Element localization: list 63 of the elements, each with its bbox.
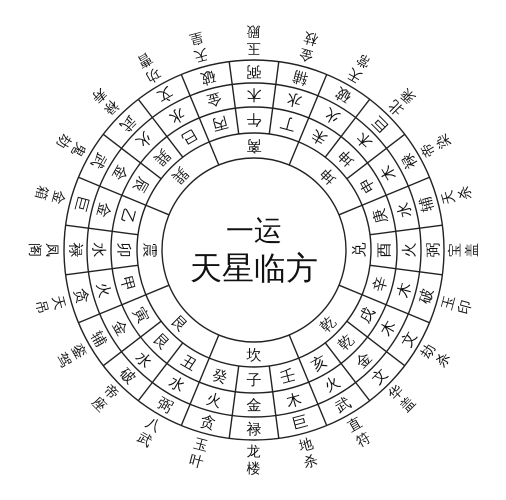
element-cell: 火 — [400, 241, 418, 259]
star-cell: 破 — [415, 285, 438, 308]
star-name: 玉印 — [438, 292, 476, 316]
star-name: 金枝 — [296, 28, 320, 65]
star-name: 八武 — [133, 414, 163, 452]
element-cell: 金 — [202, 89, 225, 112]
star-cell: 破 — [196, 66, 219, 89]
star-name: 凤阁 — [26, 242, 60, 258]
star-cell: 弼 — [245, 62, 263, 80]
star-name: 鬼劫 — [52, 130, 90, 160]
mountain-cell: 午 — [245, 111, 263, 129]
element-cell: 木 — [283, 388, 306, 411]
star-name: 地杀 — [296, 435, 320, 472]
star-name: 金箱 — [31, 184, 68, 208]
trigram-cell: 兑 — [350, 241, 368, 259]
star-cell: 贪 — [196, 411, 219, 434]
star-name: 銮驾 — [52, 340, 90, 370]
star-name: 玉叶 — [187, 435, 211, 472]
mountain-cell: 癸 — [209, 364, 232, 387]
element-cell: 金 — [245, 396, 263, 414]
star-name: 华盖 — [386, 382, 420, 416]
star-cell: 贪 — [70, 285, 93, 308]
trigram-cell: 坎 — [245, 346, 263, 364]
period-text: 一运 — [226, 212, 282, 248]
element-cell: 金 — [93, 198, 116, 221]
star-cell: 禄 — [66, 241, 84, 259]
mountain-cell: 壬 — [276, 364, 299, 387]
element-cell: 木 — [392, 279, 415, 302]
star-cell: 禄 — [245, 420, 263, 438]
star-name: 直符 — [344, 414, 374, 452]
star-cell: 巨 — [70, 192, 93, 215]
star-cell: 辅 — [415, 192, 438, 215]
element-cell: 木 — [245, 86, 263, 104]
star-cell: 辅 — [289, 66, 312, 89]
star-cell: 弼 — [424, 241, 442, 259]
trigram-cell: 震 — [140, 241, 158, 259]
star-name: 宝盖 — [448, 242, 482, 258]
center-title: 天星临方 — [190, 248, 318, 288]
mountain-cell: 丁 — [276, 113, 299, 136]
element-cell: 水 — [392, 198, 415, 221]
star-name: 功曹 — [133, 48, 163, 86]
mountain-cell: 庚 — [368, 205, 391, 228]
trigram-cell: 离 — [245, 136, 263, 154]
element-cell: 火 — [93, 279, 116, 302]
mountain-cell: 辛 — [368, 272, 391, 295]
element-cell: 水 — [283, 89, 306, 112]
mountain-cell: 甲 — [117, 272, 140, 295]
star-name: 北乘 — [386, 84, 420, 118]
star-name: 天吊 — [31, 292, 68, 316]
star-name: 天常 — [344, 48, 374, 86]
star-cell: 巨 — [289, 411, 312, 434]
star-name: 天皇 — [187, 28, 211, 65]
element-cell: 火 — [202, 388, 225, 411]
star-name: 龙楼 — [246, 444, 261, 478]
mountain-cell: 乙 — [117, 205, 140, 228]
element-cell: 水 — [90, 241, 108, 259]
mountain-cell: 丙 — [209, 113, 232, 136]
star-name: 玉殿 — [246, 22, 261, 56]
star-name: 天杀 — [438, 184, 476, 208]
star-name: 劫杀 — [418, 340, 455, 370]
mountain-cell: 酉 — [375, 241, 393, 259]
mountain-cell: 子 — [245, 371, 263, 389]
mountain-cell: 卯 — [115, 241, 133, 259]
